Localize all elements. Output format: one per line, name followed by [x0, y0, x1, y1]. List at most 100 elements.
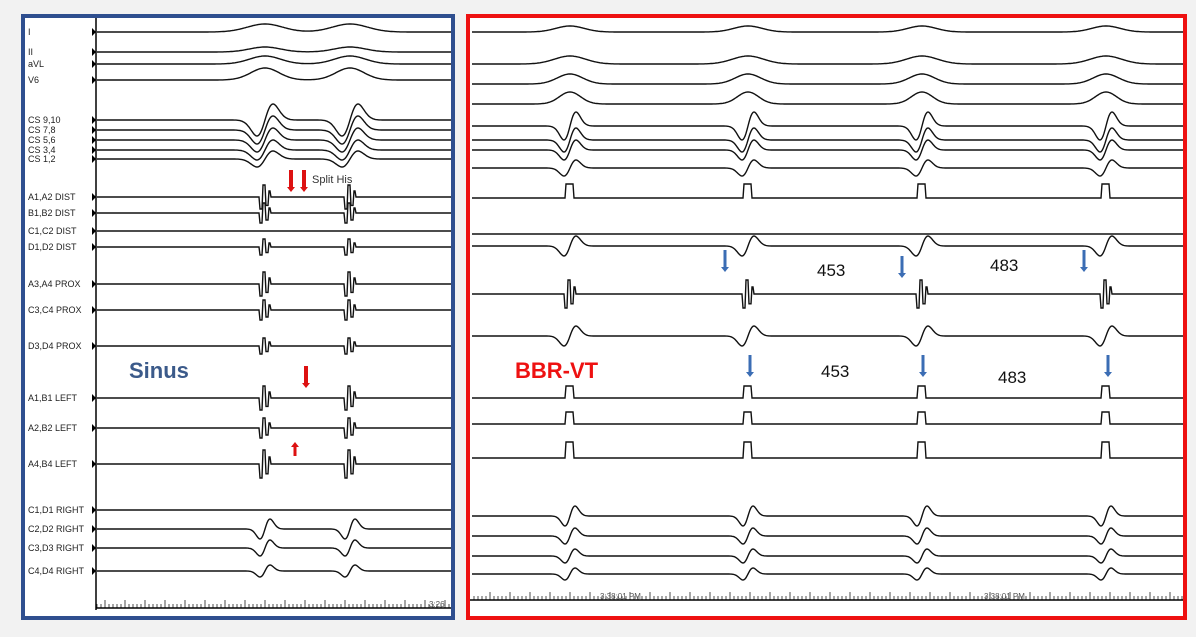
bbr-vt-title: BBR-VT: [515, 358, 599, 383]
trace-line: [97, 449, 451, 479]
channel-label: A1,A2 DIST: [28, 192, 76, 202]
sinus-tracings: [92, 18, 451, 610]
trace-line: [472, 159, 1183, 177]
trace-line: [472, 385, 1183, 399]
timestamp-label: 3:38:01 PM: [600, 592, 641, 601]
channel-label: CS 7,8: [28, 125, 56, 135]
interval-label: 483: [998, 368, 1027, 387]
interval-label: 453: [817, 261, 846, 280]
channel-marker: [92, 126, 96, 134]
channel-marker: [92, 567, 96, 575]
interval-label: 483: [990, 256, 1019, 275]
channel-label: CS 9,10: [28, 115, 61, 125]
channel-label: V6: [28, 75, 40, 85]
channel-marker: [92, 209, 96, 217]
channel-label: A4,B4 LEFT: [28, 459, 78, 469]
trace-line: [472, 91, 1183, 105]
trace-line: [472, 111, 1183, 141]
channel-label: A3,A4 PROX: [28, 279, 81, 289]
channel-marker: [92, 394, 96, 402]
red-arrow: [291, 442, 299, 447]
trace-line: [472, 411, 1183, 425]
trace-line: [472, 127, 1183, 153]
trace-line: [97, 417, 451, 439]
channel-marker: [92, 227, 96, 235]
trace-line: [97, 55, 451, 65]
channel-label: II: [28, 47, 34, 57]
channel-marker: [92, 28, 96, 36]
trace-line: [472, 235, 1183, 257]
interval-label: 453: [821, 362, 850, 381]
bbr-vt-tracings: [470, 25, 1183, 601]
trace-line: [472, 55, 1183, 65]
red-arrow: [300, 187, 308, 192]
blue-arrow: [721, 267, 729, 272]
channel-marker: [92, 136, 96, 144]
trace-line: [472, 183, 1183, 199]
blue-arrow: [746, 372, 754, 377]
trace-line: [97, 564, 451, 578]
trace-line: [97, 238, 451, 256]
channel-marker: [92, 460, 96, 468]
channel-label: C2,D2 RIGHT: [28, 524, 85, 534]
channel-label: I: [28, 27, 31, 37]
timestamp-label: 3:38:01 PM: [984, 592, 1025, 601]
blue-arrow: [898, 273, 906, 278]
channel-marker: [92, 48, 96, 56]
channel-marker: [92, 525, 96, 533]
trace-line: [472, 73, 1183, 85]
channel-marker: [92, 193, 96, 201]
channel-marker: [92, 146, 96, 154]
channel-label: CS 3,4: [28, 145, 56, 155]
channel-label: C3,D3 RIGHT: [28, 543, 85, 553]
channel-label: C1,C2 DIST: [28, 226, 77, 236]
trace-line: [472, 25, 1183, 33]
channel-marker: [92, 544, 96, 552]
trace-line: [97, 337, 451, 355]
trace-line: [97, 518, 451, 540]
trace-line: [472, 441, 1183, 459]
trace-line: [472, 325, 1183, 347]
blue-arrow: [919, 372, 927, 377]
trace-line: [97, 67, 451, 81]
channel-label: C4,D4 RIGHT: [28, 566, 85, 576]
channel-marker: [92, 424, 96, 432]
trace-line: [472, 548, 1183, 564]
red-arrow: [287, 187, 295, 192]
channel-marker: [92, 280, 96, 288]
channel-label: D1,D2 DIST: [28, 242, 77, 252]
blue-arrow: [1080, 267, 1088, 272]
trace-line: [97, 23, 451, 33]
channel-marker: [92, 306, 96, 314]
red-arrow: [302, 383, 310, 388]
channel-marker: [92, 155, 96, 163]
channel-marker: [92, 60, 96, 68]
trace-line: [97, 139, 451, 161]
channel-label: C1,D1 RIGHT: [28, 505, 85, 515]
channel-marker: [92, 76, 96, 84]
channel-marker: [92, 243, 96, 251]
blue-arrow: [1104, 372, 1112, 377]
trace-line: [472, 567, 1183, 581]
trace-line: [97, 115, 451, 145]
trace-line: [472, 505, 1183, 527]
channel-marker: [92, 116, 96, 124]
channel-label: B1,B2 DIST: [28, 208, 76, 218]
trace-line: [472, 527, 1183, 545]
trace-line: [97, 385, 451, 411]
channel-marker: [92, 506, 96, 514]
trace-line: [97, 46, 451, 53]
trace-line: [97, 271, 451, 297]
trace-line: [97, 127, 451, 153]
split-his-annotation: Split His: [312, 174, 353, 186]
channel-label: A1,B1 LEFT: [28, 393, 78, 403]
channel-label: aVL: [28, 59, 45, 69]
channel-label: A2,B2 LEFT: [28, 423, 78, 433]
channel-label: CS 1,2: [28, 154, 56, 164]
trace-line: [472, 279, 1183, 309]
channel-label: CS 5,6: [28, 135, 56, 145]
trace-line: [472, 139, 1183, 161]
trace-line: [97, 202, 451, 224]
channel-label: C3,C4 PROX: [28, 305, 82, 315]
